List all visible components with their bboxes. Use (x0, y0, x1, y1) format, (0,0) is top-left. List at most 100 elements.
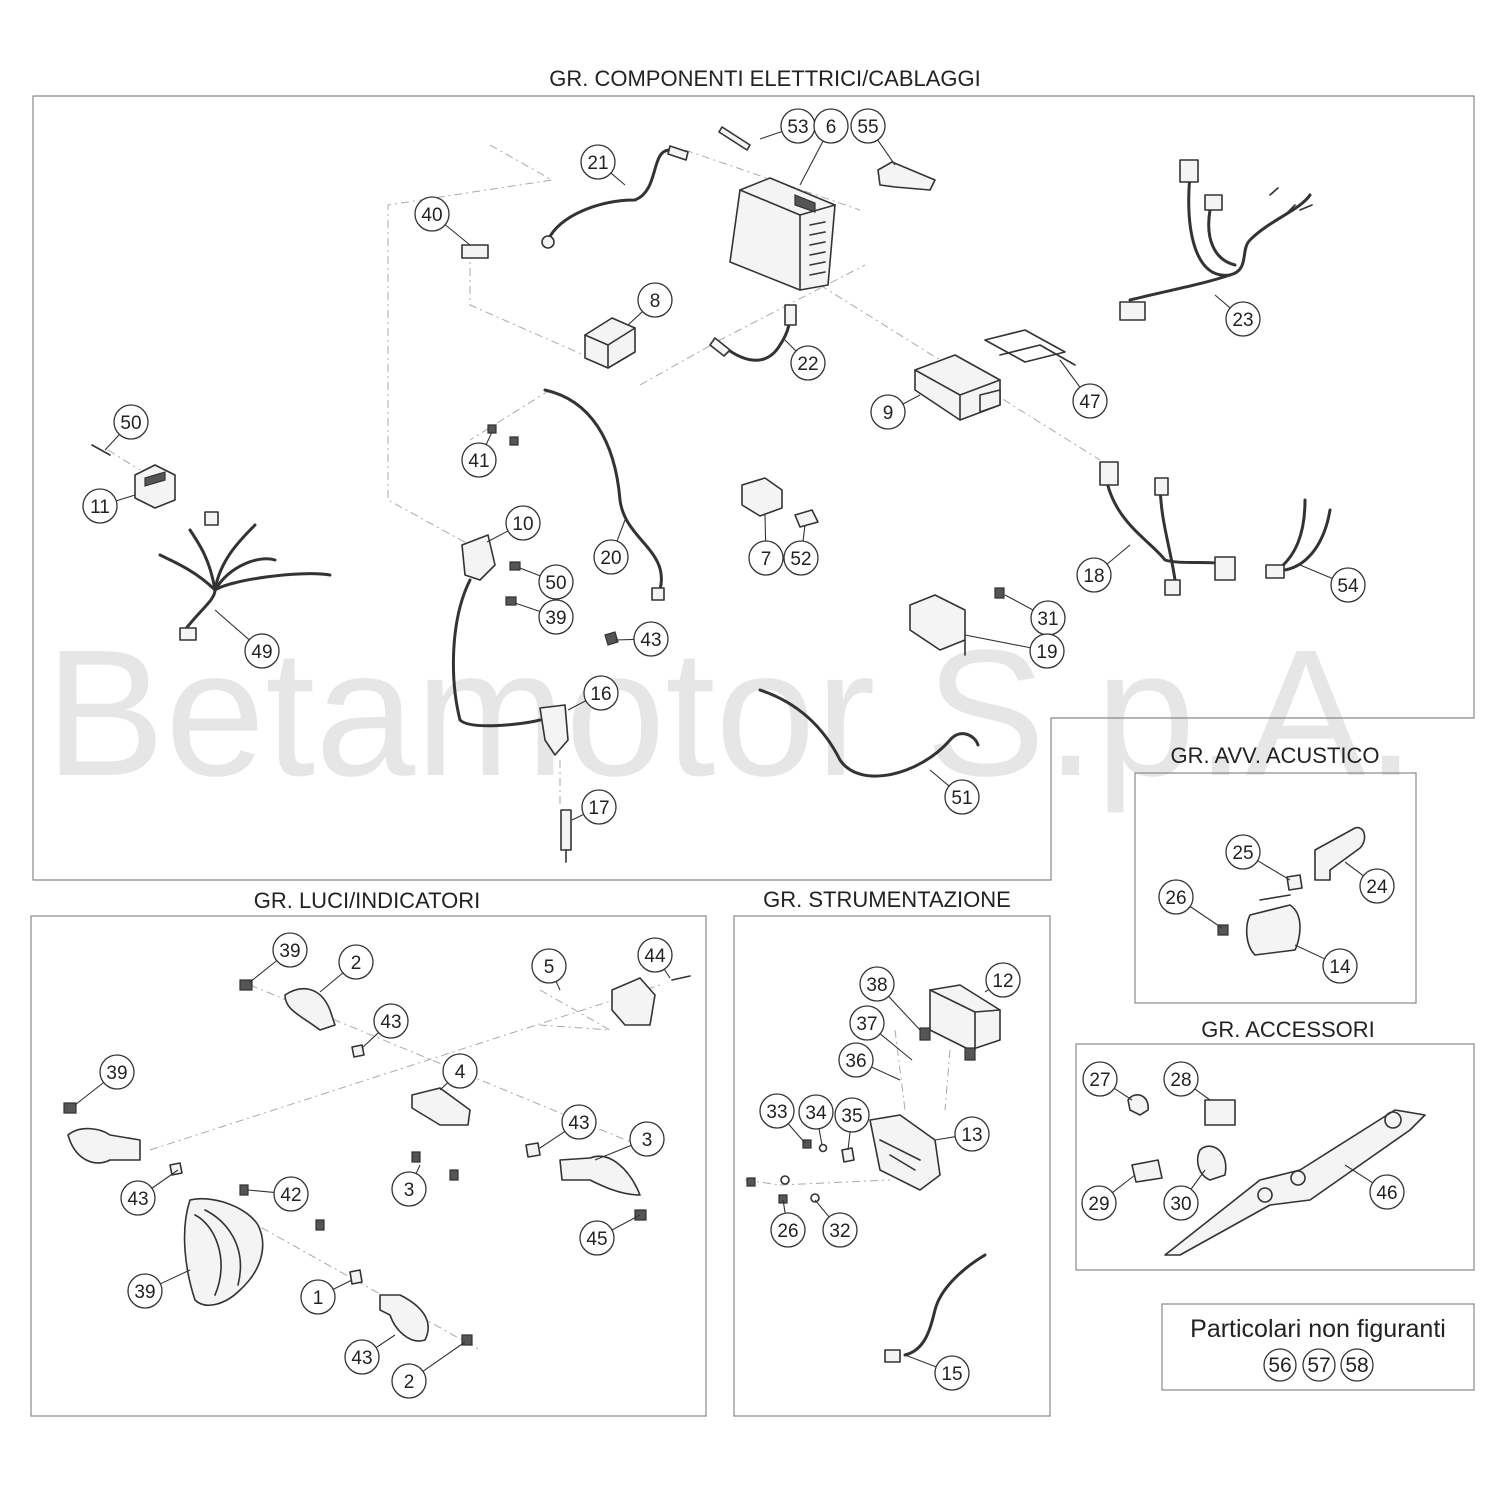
callout-bubble (391, 1363, 427, 1399)
callout-electrical-50: 50 (104, 404, 149, 451)
callout-electrical-49: 49 (214, 609, 280, 669)
callout-instruments-36: 36 (838, 1042, 901, 1081)
callout-instruments-38: 38 (859, 966, 921, 1031)
callout-instruments-12: 12 (984, 962, 1021, 998)
callout-number: 35 (841, 1106, 862, 1127)
callout-number: 42 (280, 1185, 301, 1206)
callout-leader (415, 1164, 421, 1174)
callout-bubble (561, 1104, 597, 1140)
spark-plug-cap-part (539, 704, 569, 756)
callout-bubble (637, 937, 673, 973)
callout-electrical-43: 43 (614, 621, 669, 657)
callout-electrical-40: 40 (414, 196, 471, 246)
callout-accessories-30: 30 (1163, 1169, 1206, 1221)
callout-leader (799, 140, 824, 186)
callout-bubble (538, 599, 574, 635)
screws-45-part (239, 1184, 249, 1196)
callout-horn-25: 25 (1225, 834, 1291, 881)
horn-bracket-part (1314, 826, 1366, 881)
callout-leader (1112, 1174, 1136, 1193)
indicator-rear-left-part (63, 1102, 183, 1176)
callout-bubble (82, 488, 118, 524)
callout-bubble (113, 404, 149, 440)
callout-electrical-20: 20 (593, 519, 629, 575)
callout-leader (814, 1199, 830, 1218)
callout-leader (1189, 906, 1223, 929)
callout-number: 1 (313, 1288, 324, 1309)
callout-leader (1257, 860, 1291, 881)
callout-number: 8 (650, 291, 661, 312)
group-title-instruments: GR. STRUMENTAZIONE (763, 887, 1011, 912)
callout-bubble (944, 779, 980, 815)
callout-number: 12 (992, 971, 1013, 992)
fuse-pin-part (718, 126, 751, 151)
callout-bubble (1029, 633, 1065, 669)
washer-32-part (810, 1193, 820, 1203)
callout-number: 14 (1329, 957, 1351, 978)
callout-bubble (531, 948, 567, 984)
callout-bubble (505, 505, 541, 541)
callout-number: 16 (590, 684, 611, 705)
callout-bubble (1158, 879, 1194, 915)
callout-bubble (99, 1054, 135, 1090)
rubber-pads-part (984, 329, 1076, 366)
callout-lights-43: 43 (120, 1169, 179, 1216)
assembly-line (229, 1209, 481, 1351)
rear-wiring-harness-part (1099, 461, 1236, 596)
callout-number: 30 (1170, 1194, 1191, 1215)
callout-number: 44 (644, 946, 666, 967)
speedo-sensor-part (884, 1253, 987, 1363)
callout-electrical-10: 10 (486, 505, 541, 543)
callout-leader (116, 494, 136, 502)
starter-relay-part (584, 317, 636, 369)
callout-lights-45: 45 (579, 1214, 641, 1256)
callout-number: 43 (380, 1012, 401, 1033)
ht-cable-end-part (651, 587, 665, 601)
callout-electrical-54: 54 (1299, 564, 1366, 603)
callout-bubble (120, 1180, 156, 1216)
callout-lights-43: 43 (361, 1003, 409, 1049)
callout-leader (764, 514, 767, 542)
callout-number: 7 (761, 549, 772, 570)
callout-bubble (1322, 948, 1358, 984)
callout-leader (904, 1354, 937, 1368)
callout-leader (151, 1169, 179, 1189)
callout-leader (888, 996, 921, 1031)
callout-lights-42: 42 (247, 1176, 309, 1212)
flasher-relay-part (741, 477, 819, 528)
terminal-cover-part (877, 161, 936, 191)
main-fuse-part (461, 244, 489, 259)
callout-number: 3 (404, 1180, 415, 1201)
callout-number: 23 (1232, 310, 1253, 331)
front-wiring-harness-part (158, 511, 332, 641)
callout-leader (934, 1136, 956, 1141)
callout-number: 47 (1079, 392, 1100, 413)
callout-bubble (300, 1279, 336, 1315)
callout-electrical-50: 50 (519, 564, 574, 600)
callout-electrical-47: 47 (1059, 359, 1108, 419)
bolt-42-part (411, 1151, 421, 1163)
callout-number: 52 (790, 549, 811, 570)
callout-number: 43 (127, 1189, 148, 1210)
callout-leader (787, 1123, 806, 1144)
callout-leader (663, 968, 671, 979)
callout-leader (361, 1032, 379, 1049)
indicator-front-right-part (349, 1269, 473, 1346)
indicator-rear-right-part (525, 1142, 647, 1221)
not-shown-label: 57 (1307, 1354, 1330, 1377)
callout-bubble (838, 1042, 874, 1078)
assembly-line (744, 1029, 951, 1186)
callout-leader (439, 1082, 449, 1091)
callout-number: 6 (826, 117, 837, 138)
horn-part (1245, 894, 1301, 956)
bracket-4-part (411, 1087, 471, 1126)
callout-number: 28 (1170, 1070, 1191, 1091)
callout-number: 27 (1089, 1070, 1110, 1091)
clip-27-part (1127, 1094, 1149, 1116)
callout-bubble (414, 196, 450, 232)
callout-electrical-6: 6 (799, 108, 849, 186)
callout-electrical-55: 55 (850, 108, 896, 166)
callout-instruments-34: 34 (798, 1094, 834, 1146)
callout-bubble (581, 789, 617, 825)
